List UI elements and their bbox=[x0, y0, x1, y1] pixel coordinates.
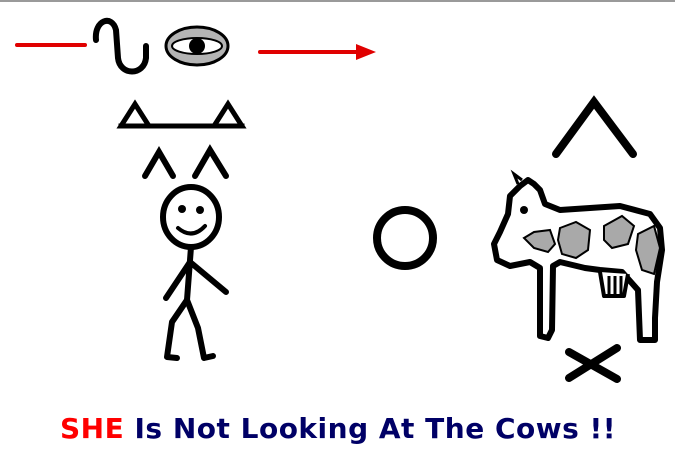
double-caret-icon bbox=[145, 150, 226, 176]
tent-indicator-icon bbox=[121, 104, 242, 126]
stick-figure-icon bbox=[163, 187, 226, 358]
eye-icon bbox=[166, 27, 228, 65]
circle-icon bbox=[377, 210, 433, 266]
sentence-caption: SHE Is Not Looking At The Cows !! bbox=[60, 412, 675, 446]
caption-rest: Is Not Looking At The Cows !! bbox=[124, 412, 616, 445]
x-mark-icon bbox=[569, 348, 617, 379]
squiggle-icon bbox=[96, 21, 146, 72]
cow-icon bbox=[494, 174, 662, 340]
caption-subject: SHE bbox=[60, 412, 124, 445]
caret-icon bbox=[556, 102, 633, 154]
red-arrow-icon bbox=[260, 44, 376, 60]
